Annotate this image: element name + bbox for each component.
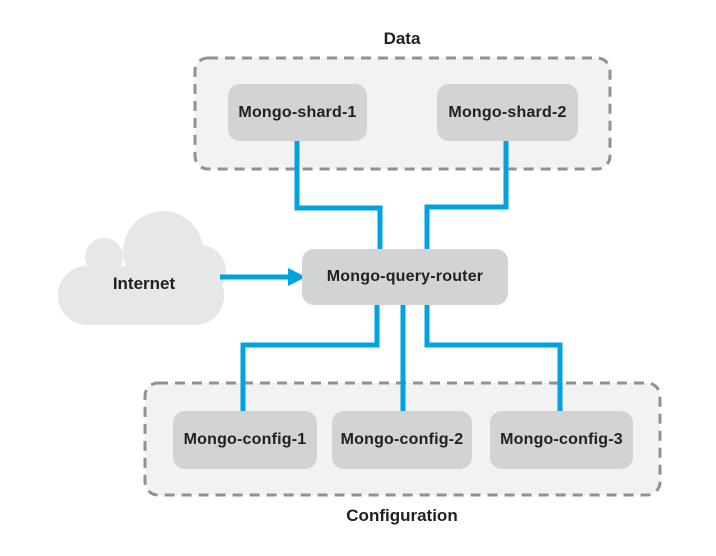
connector-router-to-config1 [240,303,380,414]
node-mongo-config-3: Mongo-config-3 [490,411,633,469]
node-mongo-shard-2: Mongo-shard-2 [437,84,578,141]
node-mongo-config-1: Mongo-config-1 [173,411,317,469]
data-zone-label: Data [383,29,421,48]
internet-label: Internet [112,274,176,293]
internet-cloud-icon [58,211,226,325]
connector-router-to-config3 [424,303,563,414]
internet-to-router-arrow [220,268,306,286]
configuration-zone-label: Configuration [346,506,458,525]
connector-shard2-to-router [424,141,509,252]
node-mongo-query-router: Mongo-query-router [302,249,508,305]
node-mongo-shard-1: Mongo-shard-1 [228,84,367,141]
connector-shard1-to-router [294,141,383,252]
node-mongo-config-2: Mongo-config-2 [332,411,472,469]
